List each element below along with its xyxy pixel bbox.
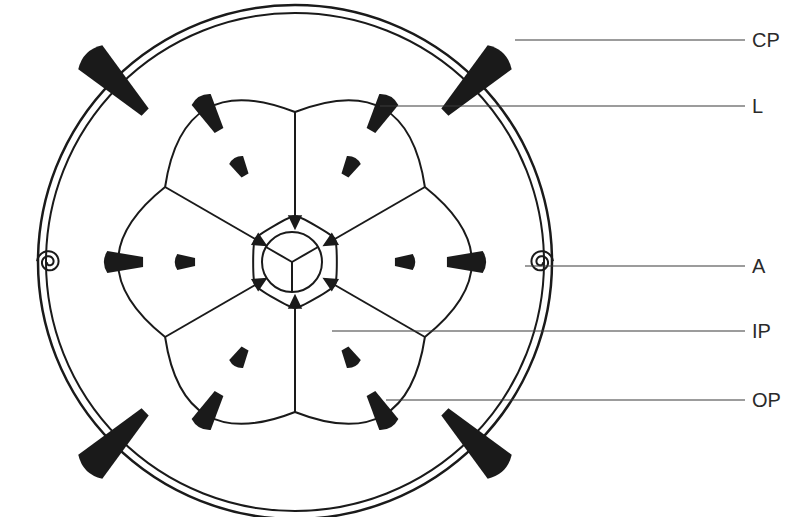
core-notch	[253, 279, 266, 290]
leader-line	[332, 330, 745, 331]
central-core	[253, 216, 338, 308]
annulus-spiral	[531, 251, 553, 270]
outer-bundle	[192, 391, 224, 430]
leader-line	[525, 265, 745, 266]
lobe-divider	[335, 285, 425, 337]
leader-lines	[332, 40, 745, 400]
cortical-bundle	[441, 45, 511, 115]
inner-bundle	[395, 254, 415, 270]
pith-divider	[266, 247, 292, 262]
core-ring	[253, 216, 337, 308]
lobe-divider	[294, 308, 296, 412]
leader-line	[380, 105, 745, 106]
part-label: IP	[750, 319, 773, 343]
lobes	[118, 100, 472, 424]
inner-bundle	[341, 347, 360, 368]
lobe-divider	[165, 187, 255, 239]
cortical-bundle	[441, 408, 511, 478]
bundles	[37, 45, 553, 478]
inner-bundle	[229, 347, 248, 368]
pith	[262, 232, 322, 292]
outer-bundle	[192, 94, 224, 133]
part-label: OP	[750, 388, 783, 412]
lobe-outline	[118, 100, 472, 424]
lobe-divider	[335, 187, 425, 239]
outer-bundle	[367, 391, 399, 430]
core-notch	[253, 234, 266, 245]
annulus-spiral	[37, 251, 59, 270]
part-label: CP	[750, 28, 782, 52]
pith-divider	[292, 247, 318, 262]
core-notch	[324, 279, 337, 290]
outer-bundle	[447, 251, 486, 273]
inner-ring	[46, 13, 544, 511]
outer-bundle	[104, 251, 143, 273]
outer-rings	[38, 5, 552, 517]
part-label: L	[750, 94, 765, 118]
outer-bundle	[367, 94, 399, 133]
part-label: A	[750, 254, 767, 278]
inner-bundle	[229, 156, 248, 177]
cortical-bundle	[78, 45, 148, 115]
core-notch	[289, 296, 300, 308]
leader-line	[515, 39, 745, 40]
core-notch	[289, 216, 300, 228]
lobe-divider	[294, 112, 296, 216]
pith-divider	[291, 262, 293, 292]
outer-ring	[38, 5, 552, 517]
inner-bundle	[341, 156, 360, 177]
leader-line	[386, 399, 745, 400]
inner-bundle	[175, 254, 195, 270]
cortical-bundle	[78, 408, 148, 478]
lobe-divider	[165, 285, 255, 337]
core-notch	[324, 234, 337, 245]
